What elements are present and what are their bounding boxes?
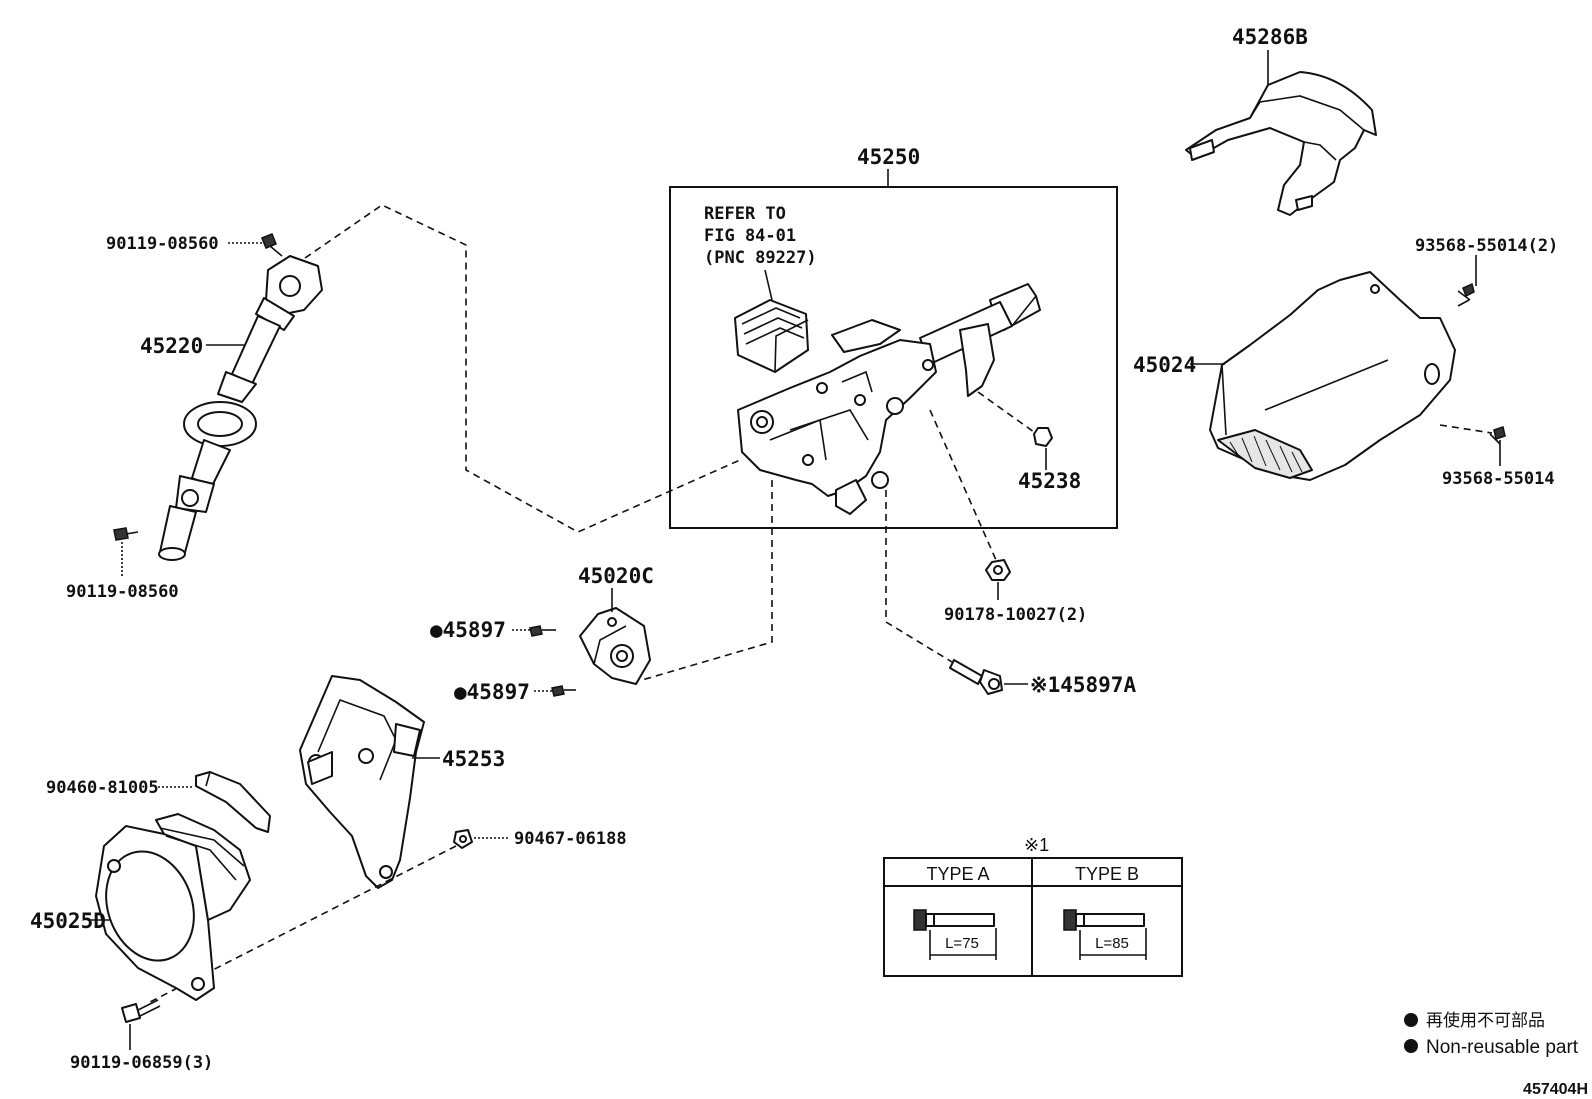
clip-90467-06188[interactable] (453, 829, 473, 849)
callout-45897-upper: ●45897 (430, 618, 506, 642)
type-table (883, 857, 1183, 977)
type-b-length: L=85 (1095, 935, 1129, 952)
callout-90119-06859-3: 90119-06859(3) (70, 1053, 213, 1073)
bolt-45897-lower[interactable] (551, 685, 576, 697)
cover-plate-45253[interactable] (299, 675, 425, 889)
callout-45250: 45250 (857, 145, 920, 169)
callout-45286B: 45286B (1232, 25, 1308, 49)
steering-sensor-module[interactable] (734, 299, 809, 373)
callout-90119-08560-bottom: 90119-08560 (66, 582, 179, 602)
lower-column-cover-45024[interactable] (1209, 271, 1456, 481)
bolt-90119-06859[interactable] (121, 999, 161, 1023)
legend-bullet-en (1404, 1039, 1418, 1053)
intermediate-shaft-45220[interactable] (158, 255, 323, 561)
callout-90467-06188: 90467-06188 (514, 829, 627, 849)
nut-45238[interactable] (1033, 427, 1053, 447)
type-a-length: L=75 (945, 935, 979, 952)
callout-90460-81005: 90460-81005 (46, 778, 159, 798)
steering-column-assembly-box (669, 186, 1118, 529)
type-table-title: ※1 (1024, 835, 1049, 855)
refer-note-line1: REFER TO (704, 204, 786, 224)
bolt-90119-08560-top[interactable] (261, 233, 283, 257)
type-a-bolt-icon (913, 909, 997, 960)
callout-45024: 45024 (1133, 353, 1196, 377)
seal-90460-81005[interactable] (195, 771, 271, 833)
type-b-bolt-icon (1063, 909, 1147, 960)
callout-45897A: ※145897A (1030, 673, 1136, 697)
callout-45020C: 45020C (578, 564, 654, 588)
steering-column-body[interactable] (737, 283, 1041, 515)
callout-45897-lower: ●45897 (454, 680, 530, 704)
callout-93568-55014-2: 93568-55014(2) (1415, 236, 1558, 256)
upper-column-cover-45286B[interactable] (1185, 71, 1377, 216)
callout-45238: 45238 (1018, 469, 1081, 493)
type-b-header: TYPE B (1075, 864, 1139, 884)
bolt-45897-upper[interactable] (529, 625, 556, 637)
screw-93568-55014-2[interactable] (1457, 282, 1475, 307)
refer-note-line2: FIG 84-01 (704, 226, 796, 246)
refer-note-line3: (PNC 89227) (704, 248, 817, 268)
dust-boot-45025D[interactable] (91, 813, 251, 1001)
bolt-90119-08560-bottom[interactable] (113, 527, 139, 541)
callout-45253: 45253 (442, 747, 505, 771)
bracket-45020C[interactable] (579, 607, 651, 685)
screw-93568-55014[interactable] (1489, 426, 1506, 445)
legend-english: Non-reusable part (1426, 1037, 1579, 1058)
callout-45220: 45220 (140, 334, 203, 358)
callout-93568-55014: 93568-55014 (1442, 469, 1555, 489)
nut-90178-10027[interactable] (985, 559, 1011, 581)
callout-45025D: 45025D (30, 909, 106, 933)
callout-90178-10027-2: 90178-10027(2) (944, 605, 1087, 625)
type-a-header: TYPE A (926, 864, 989, 884)
legend-bullet-ja (1404, 1013, 1418, 1027)
legend-japanese: 再使用不可部品 (1426, 1010, 1545, 1030)
bolt-45897A[interactable] (949, 659, 1003, 695)
callout-90119-08560-top: 90119-08560 (106, 234, 219, 254)
diagram-id: 457404H (1523, 1081, 1588, 1098)
